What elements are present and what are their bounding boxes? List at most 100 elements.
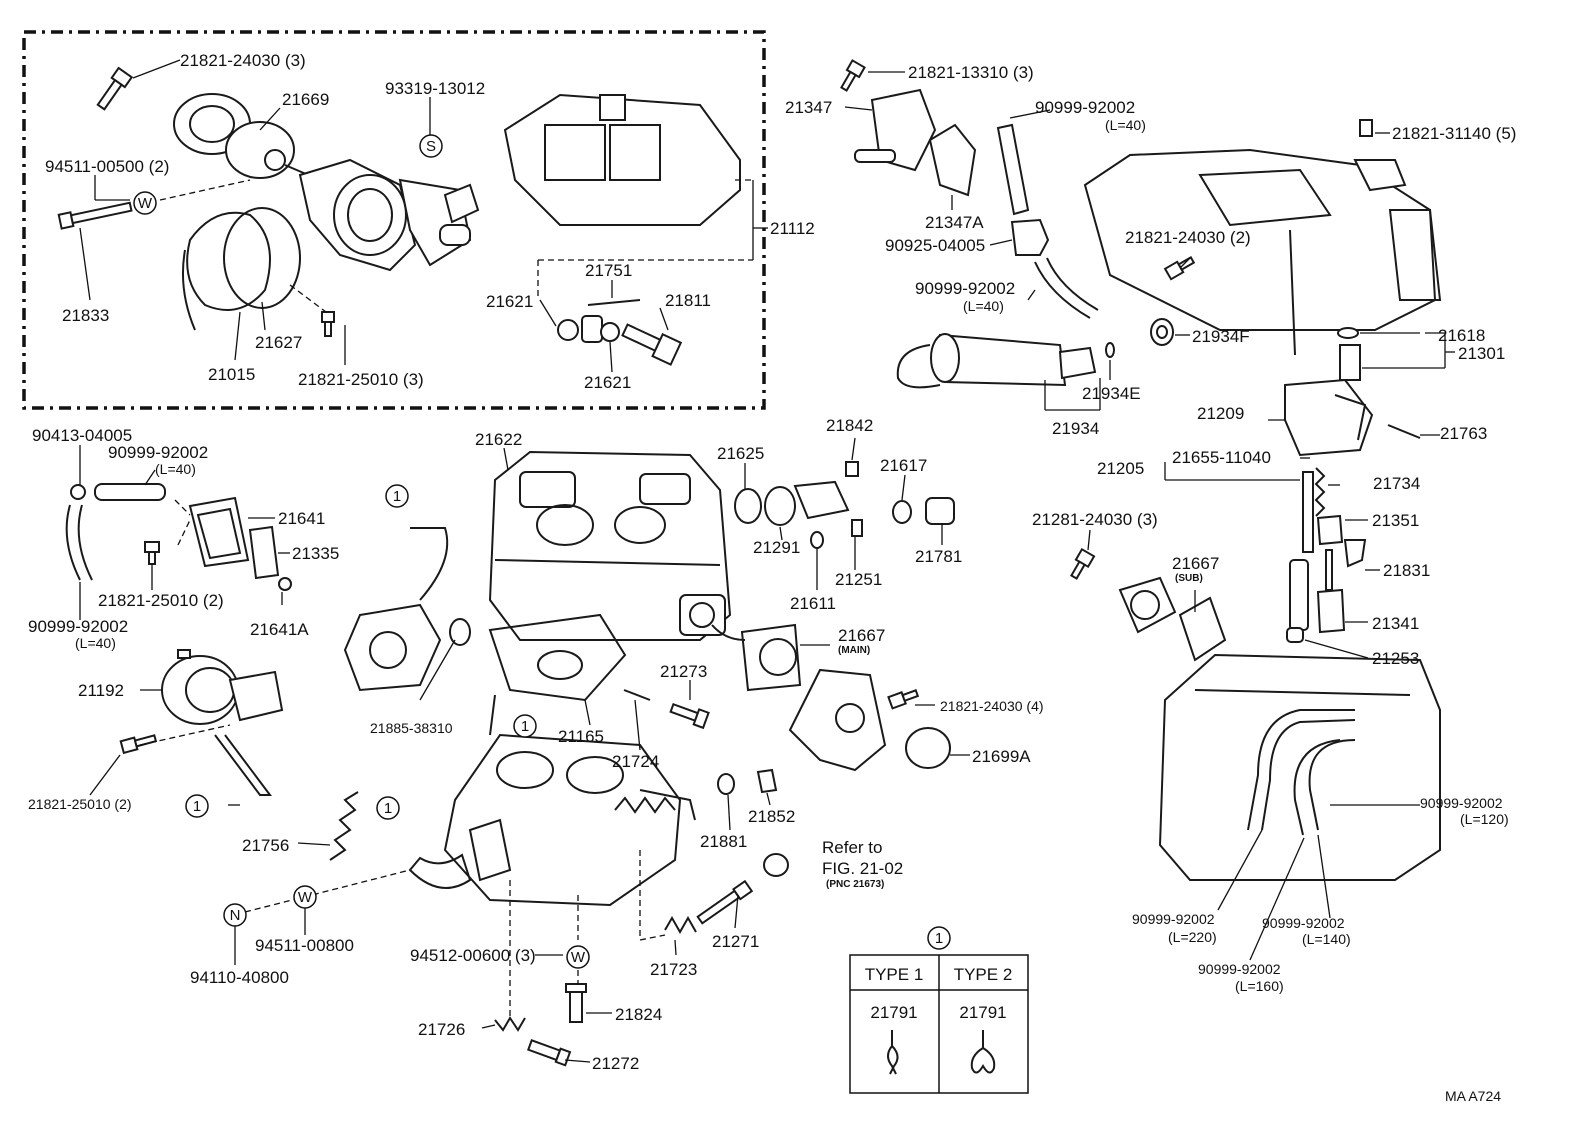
label-21112: 21112 [770, 219, 815, 238]
label-21723: 21723 [650, 960, 697, 979]
label-21627: 21627 [255, 333, 302, 352]
label-21625: 21625 [717, 444, 764, 463]
svg-text:1: 1 [393, 488, 401, 505]
marker-1-mid: 1 [513, 714, 537, 738]
label-21842: 21842 [826, 416, 873, 435]
label-21655-11040: 21655-11040 [1172, 448, 1271, 467]
clip-type2-icon [970, 1030, 996, 1074]
label-21347: 21347 [785, 98, 832, 117]
label-21821-25010-2a: 21821-25010 (2) [98, 591, 224, 610]
label-21724: 21724 [612, 752, 659, 771]
label-21335: 21335 [292, 544, 339, 563]
label-refer-to: Refer to [822, 838, 882, 857]
label-21821-13310-3: 21821-13310 (3) [908, 63, 1034, 82]
label-21667-sub: 21667 [1172, 554, 1219, 573]
marker-n-94110: N [223, 903, 247, 927]
label-21821-24030-4: 21821-24030 (4) [940, 698, 1044, 714]
label-21763: 21763 [1440, 424, 1487, 443]
label-21347a: 21347A [925, 213, 984, 232]
label-21621-a: 21621 [486, 292, 533, 311]
label-l40-left1: (L=40) [155, 461, 196, 477]
svg-text:W: W [138, 195, 153, 212]
label-21821-25010-3: 21821-25010 (3) [298, 370, 424, 389]
label-21271: 21271 [712, 932, 759, 951]
label-21831: 21831 [1383, 561, 1430, 580]
label-21881: 21881 [700, 832, 747, 851]
marker-w-94511-00800: W [293, 885, 317, 909]
label-90999-92002-120: 90999-92002 [1420, 795, 1503, 811]
label-21821-24030-2: 21821-24030 (2) [1125, 228, 1251, 247]
type2-header: TYPE 2 [954, 965, 1013, 984]
label-l40-top: (L=40) [1105, 117, 1146, 133]
label-21611: 21611 [790, 594, 836, 613]
label-21251: 21251 [835, 570, 882, 589]
label-94511-00800: 94511-00800 [255, 936, 354, 955]
label-21781: 21781 [915, 547, 962, 566]
label-90999-92002-top: 90999-92002 [1035, 98, 1135, 117]
label-90999-92002-160: 90999-92002 [1198, 961, 1281, 977]
marker-w-94512: W [566, 945, 590, 969]
label-21621-b: 21621 [584, 373, 631, 392]
label-94110-40800: 94110-40800 [190, 968, 289, 987]
label-l220: (L=220) [1168, 929, 1217, 945]
label-21617: 21617 [880, 456, 927, 475]
label-21351: 21351 [1372, 511, 1419, 530]
label-21622: 21622 [475, 430, 522, 449]
label-93319-13012: 93319-13012 [385, 79, 485, 98]
clip-type1-icon [887, 1030, 899, 1075]
svg-text:1: 1 [935, 930, 943, 947]
part-labels: 21821-24030 (3) 21669 93319-13012 94511-… [28, 51, 1516, 1104]
label-21253: 21253 [1372, 649, 1419, 668]
label-21824: 21824 [615, 1005, 662, 1024]
label-21618: 21618 [1438, 326, 1485, 345]
label-21852: 21852 [748, 807, 795, 826]
label-l160: (L=160) [1235, 978, 1284, 994]
label-21833: 21833 [62, 306, 109, 325]
label-21192: 21192 [78, 681, 124, 700]
label-l140: (L=140) [1302, 931, 1351, 947]
type2-part-number: 21791 [959, 1003, 1006, 1022]
assembly-boundary [22, 30, 766, 410]
svg-text:1: 1 [193, 798, 201, 815]
label-21821-31140-5: 21821-31140 (5) [1392, 124, 1516, 143]
label-90999-92002-140: 90999-92002 [1262, 915, 1345, 931]
label-fig-ref: FIG. 21-02 [822, 859, 903, 878]
marker-1-left: 1 [185, 794, 209, 818]
label-94512-00600-3: 94512-00600 (3) [410, 946, 536, 965]
label-90999-92002-220: 90999-92002 [1132, 911, 1215, 927]
label-90999-92002-left2: 90999-92002 [28, 617, 128, 636]
label-21756: 21756 [242, 836, 289, 855]
label-l120: (L=120) [1460, 811, 1509, 827]
label-21641a: 21641A [250, 620, 309, 639]
label-90999-92002-mid: 90999-92002 [915, 279, 1015, 298]
label-90413-04005: 90413-04005 [32, 426, 132, 445]
label-21281-24030-3: 21281-24030 (3) [1032, 510, 1158, 529]
label-21272: 21272 [592, 1054, 639, 1073]
label-21821-25010-2b: 21821-25010 (2) [28, 796, 132, 812]
label-21641: 21641 [278, 509, 325, 528]
label-21821-24030-3: 21821-24030 (3) [180, 51, 306, 70]
label-main-tag: (MAIN) [838, 645, 870, 656]
label-90999-92002-left1: 90999-92002 [108, 443, 208, 462]
label-21341: 21341 [1372, 614, 1419, 633]
marker-1-lower: 1 [376, 796, 400, 820]
label-21699a: 21699A [972, 747, 1031, 766]
label-21669: 21669 [282, 90, 329, 109]
label-pnc-ref: (PNC 21673) [826, 879, 884, 890]
svg-text:W: W [298, 889, 313, 906]
label-l40-left2: (L=40) [75, 635, 116, 651]
label-21734: 21734 [1373, 474, 1420, 493]
label-21165: 21165 [558, 727, 604, 746]
reference-markers: S W 1 1 1 1 W N W [133, 134, 590, 969]
label-21726: 21726 [418, 1020, 465, 1039]
marker-w-94511-00500: W [133, 191, 157, 215]
svg-text:W: W [571, 949, 586, 966]
type1-header: TYPE 1 [865, 965, 924, 984]
svg-text:S: S [426, 138, 436, 155]
leader-lines [79, 59, 1455, 1063]
type1-part-number: 21791 [870, 1003, 917, 1022]
label-21751: 21751 [585, 261, 632, 280]
label-sub-tag: (SUB) [1175, 573, 1203, 584]
label-90925-04005: 90925-04005 [885, 236, 985, 255]
